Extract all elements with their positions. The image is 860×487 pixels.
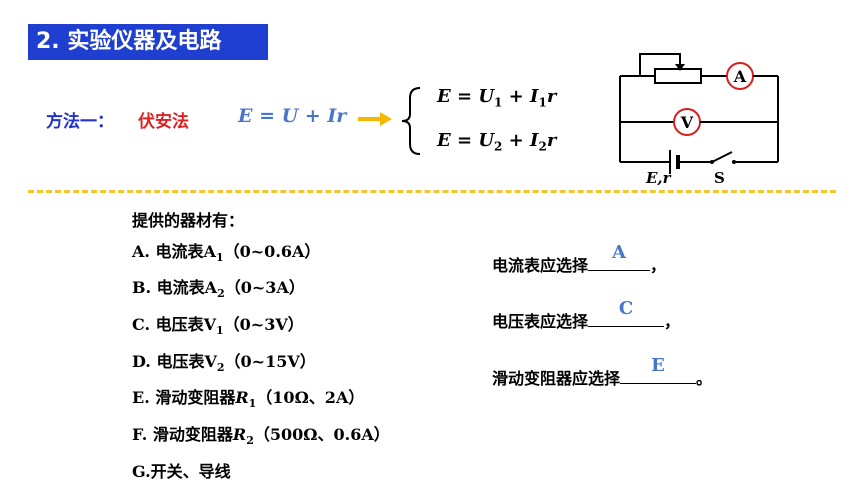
- answer-blank: E: [620, 355, 697, 384]
- list-item: A. 电流表A1（0~0.6A）: [132, 241, 321, 264]
- equation-2: E = U2 + I2r: [437, 130, 557, 154]
- answer-text: E: [651, 355, 665, 376]
- svg-text:V: V: [680, 113, 694, 132]
- main-formula: E = U + Ir: [238, 105, 347, 127]
- svg-text:E,r: E,r: [645, 169, 672, 187]
- svg-text:A: A: [733, 67, 747, 86]
- materials-heading: 提供的器材有：: [132, 211, 245, 230]
- answer-text: C: [618, 298, 634, 319]
- circuit-diagram: A V E,r S: [619, 53, 779, 187]
- answer-text: A: [612, 242, 626, 263]
- list-item: G.开关、导线: [132, 461, 231, 481]
- equation-1: E = U1 + I1r: [437, 86, 557, 110]
- list-item: F. 滑动变阻器R2（500Ω、0.6A）: [132, 424, 390, 448]
- rheostat: [654, 68, 702, 84]
- divider: [28, 190, 836, 193]
- answer-blank: A: [588, 242, 651, 271]
- list-item: B. 电流表A2（0~3A）: [132, 278, 305, 301]
- right-arrow-icon: [358, 112, 392, 126]
- section-title: 2. 实验仪器及电路: [28, 24, 268, 60]
- list-item: C. 电压表V1（0~3V）: [132, 314, 304, 338]
- materials-list: 提供的器材有： A. 电流表A1（0~0.6A） B. 电流表A2（0~3A） …: [132, 206, 390, 487]
- method-name: 伏安法: [138, 112, 189, 132]
- method-label: 方法一：: [46, 112, 114, 132]
- answer-blank: C: [588, 298, 665, 327]
- list-item: E. 滑动变阻器R1（10Ω、2A）: [132, 388, 365, 411]
- brace-icon: [401, 87, 421, 155]
- svg-text:S: S: [714, 169, 725, 187]
- list-item: D. 电压表V2（0~15V）: [132, 351, 316, 374]
- switch: [711, 151, 733, 163]
